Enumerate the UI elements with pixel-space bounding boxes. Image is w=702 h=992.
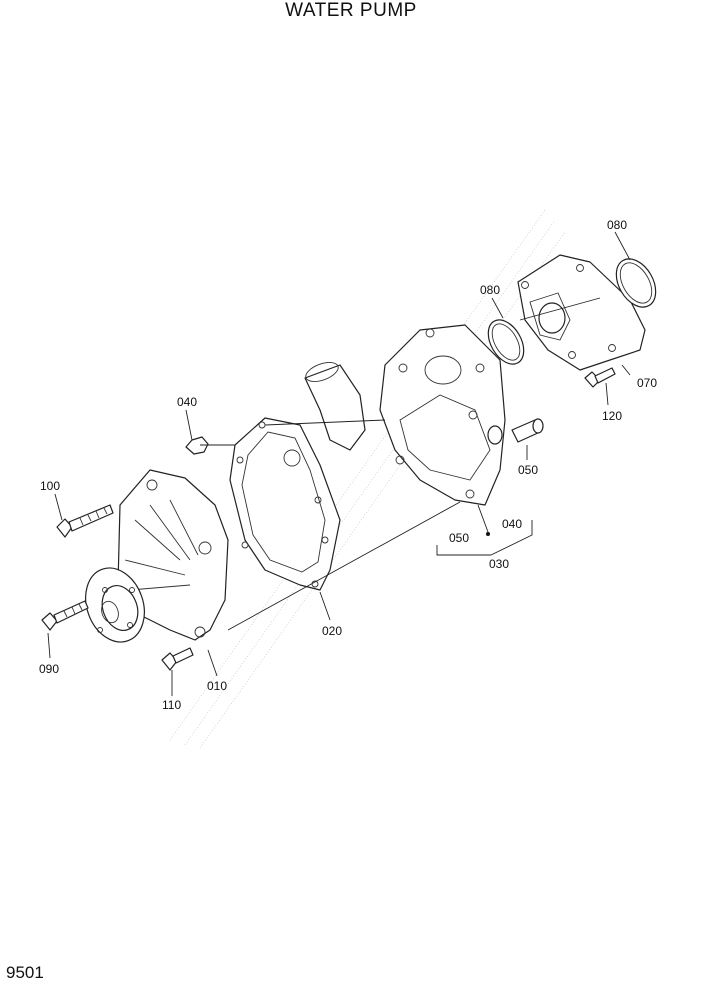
callout-100: 100 xyxy=(40,479,60,493)
pulley-hub xyxy=(85,567,145,643)
page-number: 9501 xyxy=(6,963,44,982)
gasket-part xyxy=(229,417,341,591)
leader-lines xyxy=(47,231,631,696)
leader-dot xyxy=(486,532,490,536)
watermark xyxy=(169,209,566,749)
page-title: WATER PUMP xyxy=(285,0,417,21)
callout-050-plug: 050 xyxy=(518,463,538,477)
callout-010: 010 xyxy=(207,679,227,693)
plug-050 xyxy=(511,418,544,443)
o-ring-part xyxy=(615,258,657,308)
o-ring-inner xyxy=(491,323,521,361)
stud-040 xyxy=(185,436,209,455)
bolt-120 xyxy=(584,367,616,388)
callout-080-left: 080 xyxy=(480,283,500,297)
callout-090: 090 xyxy=(39,662,59,676)
bolt-100 xyxy=(56,504,114,538)
callout-110: 110 xyxy=(162,698,181,712)
thermostat-housing-part xyxy=(517,254,646,371)
callout-030: 030 xyxy=(489,557,509,571)
callout-040-stud: 040 xyxy=(177,395,197,409)
callout-020: 020 xyxy=(322,624,342,638)
callout-120: 120 xyxy=(602,409,622,423)
o-ring-part xyxy=(487,319,525,365)
callout-050-group: 050 xyxy=(449,531,469,545)
callout-070: 070 xyxy=(637,376,657,390)
callout-080-right: 080 xyxy=(607,218,627,232)
bolt-090 xyxy=(41,600,89,631)
bolt-110 xyxy=(161,647,194,671)
o-ring-inner xyxy=(619,262,653,304)
pump-housing-part xyxy=(379,324,506,506)
callout-040-group: 040 xyxy=(502,517,522,531)
outlet-pipe xyxy=(304,362,366,451)
